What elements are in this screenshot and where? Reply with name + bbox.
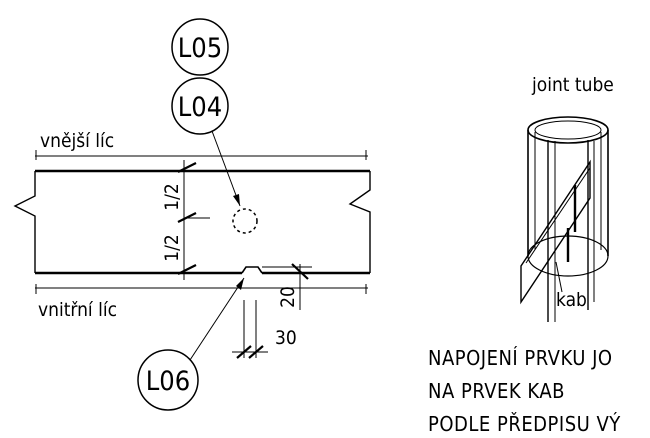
dimension-tick [177,264,197,275]
vertical-dimension [177,160,210,280]
leader-arrowhead [236,278,244,290]
left-break-line [13,171,36,273]
tube-top-inner [534,120,602,140]
leader-l04 [211,130,241,207]
dimension-20-label: 20 [277,286,299,308]
joint-tube-label: joint tube [531,74,614,96]
dimension-half-upper: 1/2 [161,183,183,211]
outer-face-label: vnější líc [40,130,114,152]
kab-plate [520,159,591,305]
groove-dimensions [232,263,312,359]
kab-leader [555,261,563,293]
tube-hole-circle [232,208,258,234]
groove-notch [241,266,263,274]
dimension-half-lower: 1/2 [161,234,183,262]
bubble-l04: L04 [171,77,229,135]
dimension-30-label: 30 [275,327,297,349]
note-block: NAPOJENÍ PRVKU JO NA PRVEK KAB PODLE PŘE… [428,346,621,436]
joint-tube-sketch [520,116,609,322]
dimension-tick [236,345,252,359]
bubble-l05: L05 [171,18,229,76]
inner-face-label: vnitřní líc [38,299,117,321]
bubble-l06-label: L06 [146,366,190,397]
dimension-tick [177,162,197,173]
right-break-line [348,171,371,273]
bubble-l04-label: L04 [178,92,222,123]
note-line-1: NAPOJENÍ PRVKU JO [428,346,613,370]
leader-arrowhead [233,194,240,206]
wall-section [13,150,371,294]
kab-label: kab [556,289,587,311]
dimension-tick [248,345,264,359]
kab-plate-inner [525,167,591,264]
note-line-3: PODLE PŘEDPISU VÝ [428,412,621,436]
leader-l06 [189,277,245,361]
bubble-l05-label: L05 [178,33,222,64]
note-line-2: NA PRVEK KAB [428,379,565,403]
bubble-l06: L06 [137,349,199,411]
